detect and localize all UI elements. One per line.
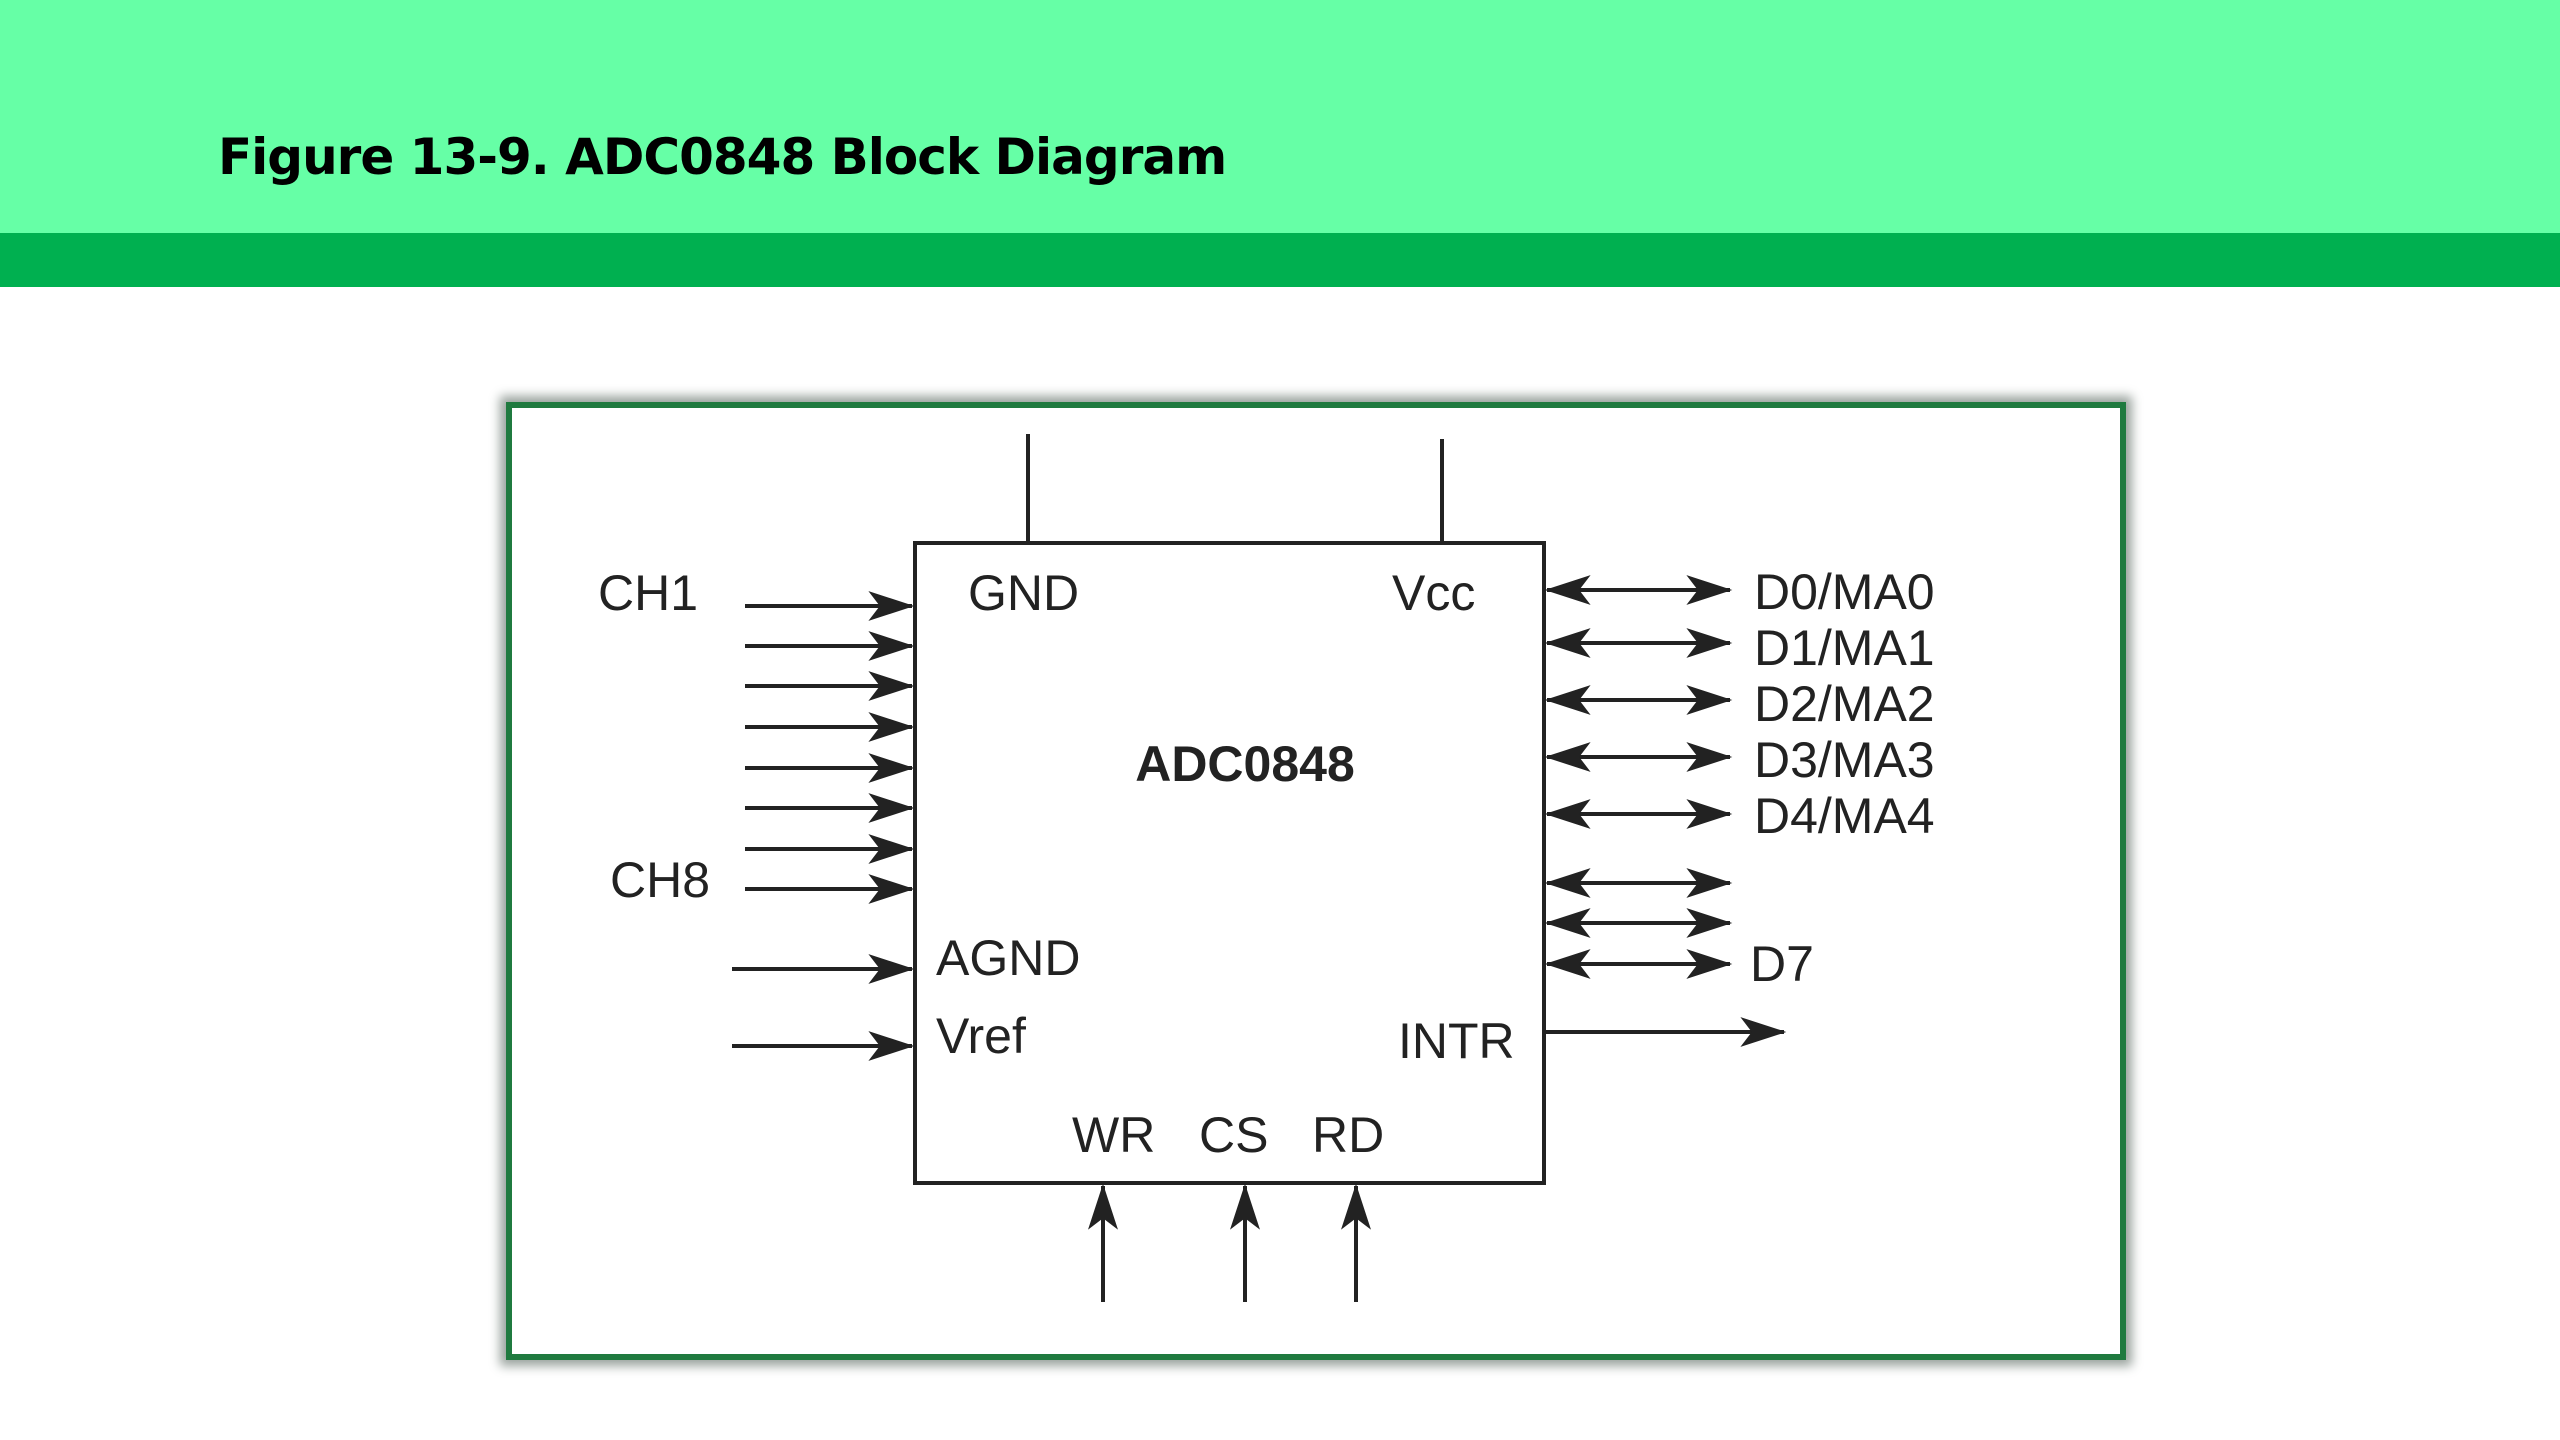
d1-label: D1/MA1 [1754,620,1935,676]
chip-body [913,541,1546,1185]
diagram-frame [506,402,2126,1360]
channel-input-arrows [732,591,915,1061]
intr-label: INTR [1398,1013,1515,1069]
data-bus-arrows [1544,575,1787,1047]
wr-label: WR [1072,1107,1155,1163]
chip-name: ADC0848 [1135,736,1355,792]
figure-title: Figure 13-9. ADC0848 Block Diagram [218,128,1227,186]
d0-label: D0/MA0 [1754,564,1935,620]
ch1-label: CH1 [598,565,698,621]
d3-label: D3/MA3 [1754,732,1935,788]
gnd-label: GND [968,565,1079,621]
d2-label: D2/MA2 [1754,676,1935,732]
title-underline-bar [0,233,2560,287]
vcc-label: Vcc [1392,565,1475,621]
control-input-arrows [1088,1183,1371,1302]
rd-label: RD [1312,1107,1384,1163]
d7-label: D7 [1750,936,1814,992]
title-band [0,0,2560,233]
agnd-label: AGND [936,930,1080,986]
vref-label: Vref [936,1008,1026,1064]
cs-label: CS [1199,1107,1268,1163]
ch8-label: CH8 [610,852,710,908]
d4-label: D4/MA4 [1754,788,1935,844]
